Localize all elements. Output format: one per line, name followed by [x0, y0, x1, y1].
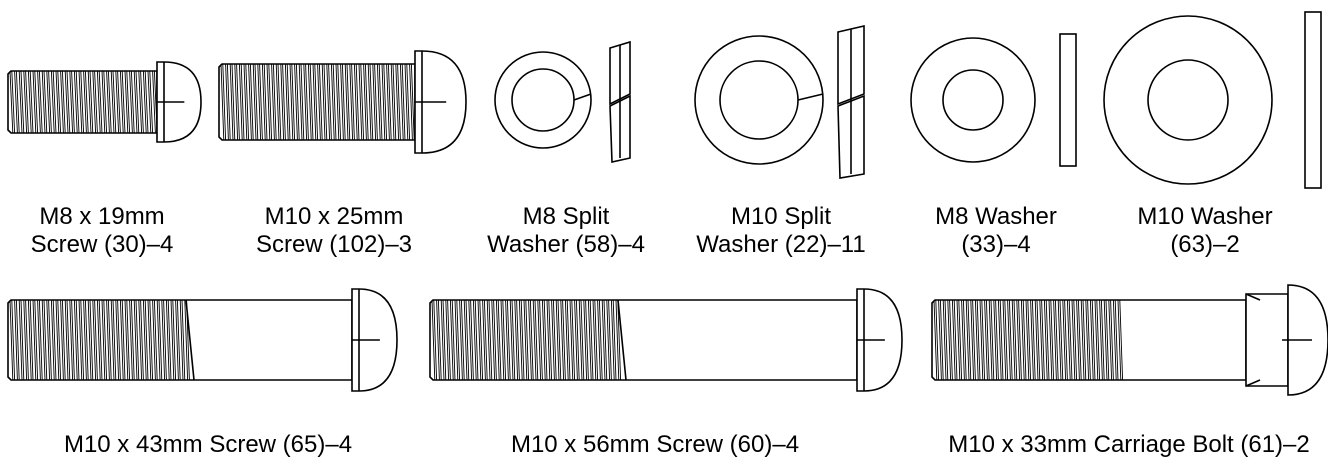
label-line: M10 x 33mm Carriage Bolt (61)–2 — [948, 431, 1310, 458]
label-m10-washer: M10 Washer (63)–2 — [1137, 203, 1272, 259]
label-line: Screw (102)–3 — [255, 231, 413, 258]
m10-33mm-carriage-bolt-drawing — [931, 284, 1328, 396]
label-m8-19mm-screw: M8 x 19mm Screw (30)–4 — [31, 203, 174, 259]
m10-56mm-screw-drawing — [429, 288, 903, 392]
label-m10-33mm-carriage-bolt: M10 x 33mm Carriage Bolt (61)–2 — [948, 431, 1309, 459]
m10-split-washer-drawing — [694, 24, 865, 179]
label-line: M8 x 19mm — [39, 203, 165, 230]
m8-19mm-screw-drawing — [7, 61, 202, 143]
label-line: (33)–4 — [961, 231, 1031, 258]
m10-washer-drawing — [1103, 11, 1322, 189]
label-line: M10 Washer — [1137, 203, 1273, 230]
label-line: M8 Split — [522, 203, 610, 230]
label-line: Washer (22)–11 — [696, 231, 866, 258]
m8-washer-drawing — [910, 33, 1077, 167]
label-line: M10 Split — [730, 203, 832, 230]
label-m10-split-washer: M10 Split Washer (22)–11 — [696, 203, 865, 259]
m10-25mm-screw-drawing — [218, 50, 467, 154]
label-m8-split-washer: M8 Split Washer (58)–4 — [487, 203, 645, 259]
m10-43mm-screw-drawing — [7, 288, 398, 392]
label-line: Screw (30)–4 — [30, 231, 174, 258]
label-line: M10 x 25mm — [264, 203, 404, 230]
label-line: M10 x 43mm Screw (65)–4 — [63, 431, 353, 458]
label-m10-56mm-screw: M10 x 56mm Screw (60)–4 — [511, 431, 799, 459]
label-line: M8 Washer — [935, 203, 1057, 230]
label-m8-washer: M8 Washer (33)–4 — [935, 203, 1057, 259]
label-m10-43mm-screw: M10 x 43mm Screw (65)–4 — [64, 431, 352, 459]
label-line: Washer (58)–4 — [487, 231, 645, 258]
label-m10-25mm-screw: M10 x 25mm Screw (102)–3 — [256, 203, 412, 259]
label-line: (63)–2 — [1170, 231, 1240, 258]
label-line: M10 x 56mm Screw (60)–4 — [510, 431, 800, 458]
m8-split-washer-drawing — [494, 40, 631, 163]
